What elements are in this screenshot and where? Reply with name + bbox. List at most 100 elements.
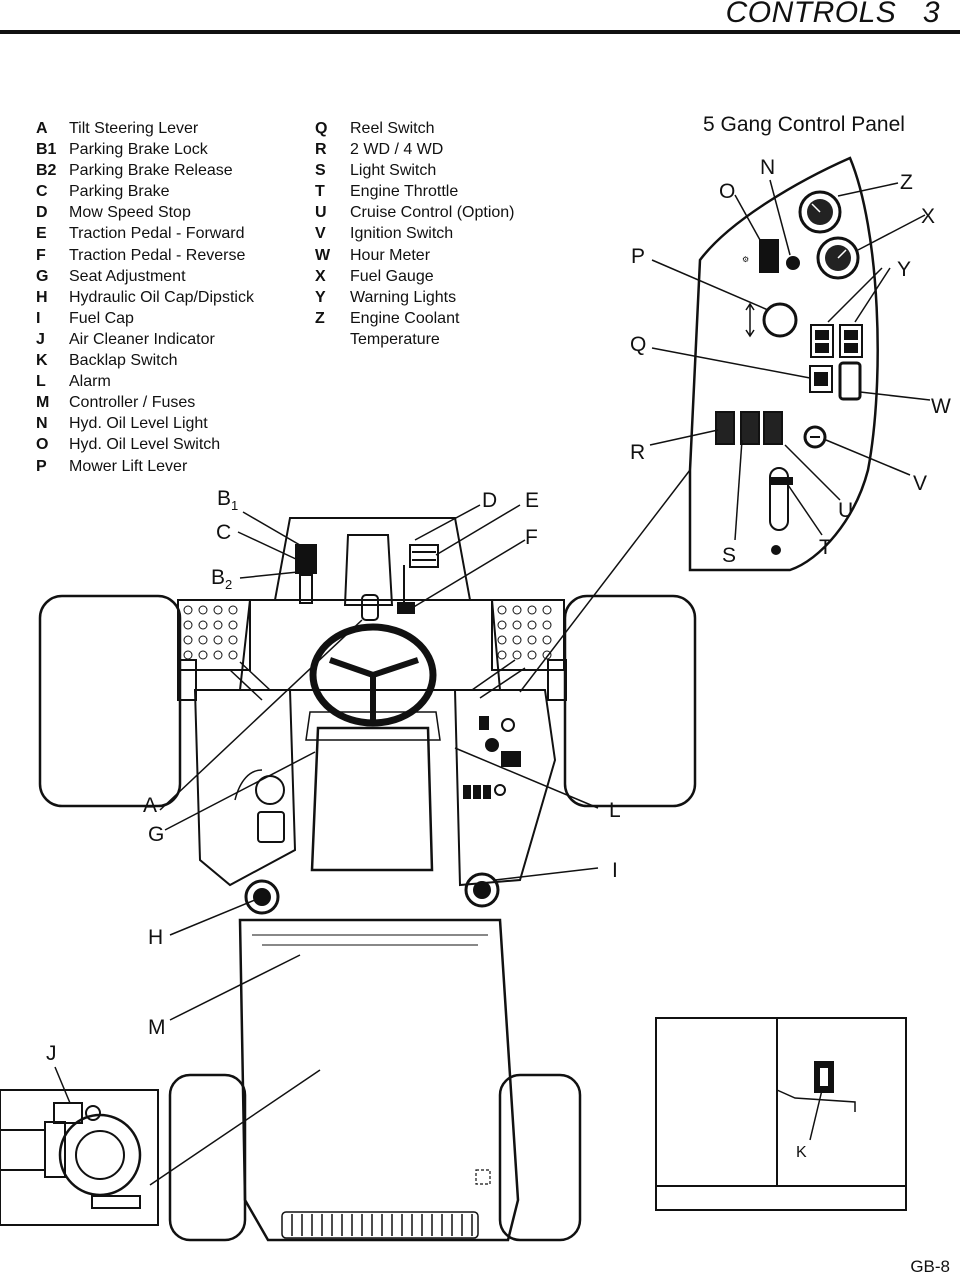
fuel-cap	[464, 872, 500, 908]
control-panel-title: 5 Gang Control Panel	[703, 113, 905, 136]
legend-label: Mow Speed Stop	[69, 204, 191, 222]
legend-key: Y	[315, 288, 326, 306]
callout-a: A	[143, 794, 158, 817]
legend-row: J Air Cleaner Indicator	[36, 329, 254, 350]
legend-row: D Mow Speed Stop	[36, 202, 254, 223]
hydraulic-oil-cap	[244, 879, 280, 915]
legend-label: Traction Pedal - Forward	[69, 225, 245, 243]
legend-label: Mower Lift Lever	[69, 457, 188, 475]
coolant-temperature-gauge	[798, 190, 842, 234]
legend-key: B1	[36, 141, 57, 159]
svg-text:⚙: ⚙	[742, 255, 749, 264]
callout-o: O	[719, 180, 736, 203]
ignition-switch	[803, 425, 827, 449]
legend-key: J	[36, 330, 45, 348]
legend-label: Traction Pedal - Reverse	[69, 246, 246, 264]
legend-key: Q	[315, 120, 328, 137]
legend-label: 2 WD / 4 WD	[350, 141, 444, 159]
mower-top-view	[38, 517, 697, 1242]
light-switch	[763, 411, 783, 445]
reel-switch	[809, 365, 833, 393]
legend-key: L	[36, 373, 46, 391]
backlap-switch-inset	[655, 1017, 907, 1211]
header-rule	[0, 30, 960, 34]
legend-row: O Hyd. Oil Level Switch	[36, 434, 254, 455]
legend-key: D	[36, 204, 48, 222]
legend-label: Hyd. Oil Level Light	[69, 415, 208, 433]
legend-key: U	[315, 204, 327, 222]
legend-row: I Fuel Cap	[36, 308, 254, 329]
page-code: GB-8	[910, 1257, 950, 1276]
callout-q: Q	[630, 333, 647, 356]
legend-key: N	[36, 415, 48, 433]
legend-key: F	[36, 246, 46, 264]
callout-d: D	[482, 489, 498, 512]
warning-light-1	[810, 324, 834, 358]
callout-m: M	[148, 1016, 166, 1039]
mower-lift-knob	[762, 302, 798, 338]
page-number-top: 3	[922, 0, 940, 29]
legend-key: B2	[36, 162, 57, 180]
legend-label: Seat Adjustment	[69, 267, 186, 285]
perforated-plate-right	[497, 605, 552, 660]
front-right-tire	[563, 594, 697, 808]
steering-wheel	[309, 623, 437, 727]
legend-label: Reel Switch	[350, 120, 435, 137]
hour-meter	[838, 361, 862, 401]
hyd-oil-level-switch	[759, 239, 779, 273]
perforated-plate-left	[183, 605, 238, 660]
callout-y: Y	[897, 258, 912, 281]
callout-u: U	[838, 499, 854, 522]
legend-key: Z	[315, 309, 325, 327]
callout-b2: B2	[211, 566, 233, 593]
callout-k: K	[796, 1144, 807, 1161]
legend-key: H	[36, 288, 48, 306]
hyd-oil-level-light	[786, 256, 800, 270]
legend-label: Parking Brake	[69, 183, 170, 201]
fuel-gauge	[816, 236, 860, 280]
legend-key: I	[36, 309, 41, 327]
legend-key: C	[36, 183, 48, 201]
legend-label: Fuel Cap	[69, 309, 134, 327]
legend-label: Air Cleaner Indicator	[69, 330, 215, 348]
rear-grille	[281, 1211, 479, 1239]
panel-switch-2	[740, 411, 760, 445]
warning-light-2	[839, 324, 863, 358]
legend-row: B2 Parking Brake Release	[36, 160, 254, 181]
control-panel: ⚙	[649, 156, 931, 572]
legend-label: Light Switch	[350, 162, 437, 180]
legend-row: Temperature	[315, 329, 515, 350]
rear-right-tire	[498, 1073, 582, 1242]
2wd-4wd-switch	[715, 411, 735, 445]
legend-key: W	[315, 246, 331, 264]
callout-b1: B1	[217, 487, 239, 514]
legend-key: O	[36, 436, 49, 454]
legend-label: Backlap Switch	[69, 352, 178, 370]
legend-key: K	[36, 352, 48, 370]
leader-lines	[149, 469, 691, 1186]
legend-label: Hyd. Oil Level Switch	[69, 436, 221, 454]
callout-p: P	[631, 245, 646, 268]
legend-key: G	[36, 267, 49, 285]
legend-label: Engine Throttle	[350, 183, 459, 201]
page-title: CONTROLS 3	[726, 0, 940, 30]
front-left-tire	[38, 594, 182, 808]
air-cleaner-inset	[0, 1066, 159, 1226]
legend-label: Parking Brake Release	[69, 162, 233, 180]
callout-z: Z	[900, 171, 913, 194]
callout-x: X	[921, 205, 936, 228]
callout-w: W	[931, 395, 951, 418]
